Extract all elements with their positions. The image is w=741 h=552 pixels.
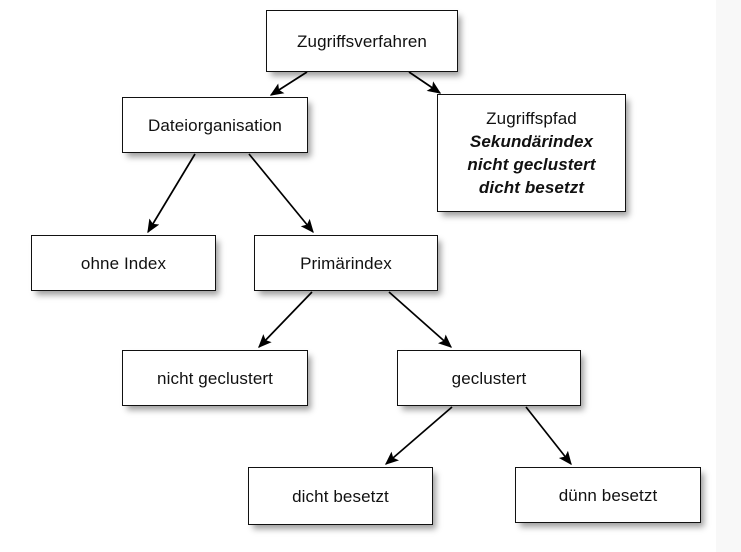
- node-label-line: dünn besetzt: [558, 485, 658, 505]
- node-label-group: geclustert: [398, 367, 580, 390]
- node-label-group: nicht geclustert: [123, 367, 307, 390]
- node-label-line: geclustert: [451, 368, 527, 388]
- node-geclustert[interactable]: geclustert: [397, 350, 581, 406]
- edge-dateiorganisation-primaerindex: [248, 153, 314, 234]
- node-dicht-besetzt[interactable]: dicht besetzt: [248, 467, 433, 525]
- edge-primaerindex-nicht-geclustert: [258, 291, 313, 348]
- edge-geclustert-duenn-besetzt: [525, 406, 572, 466]
- node-label-line: nicht geclustert: [467, 155, 596, 174]
- edge-zugriffsverfahren-dateiorganisation: [269, 71, 308, 96]
- node-label-group: Dateiorganisation: [123, 114, 307, 137]
- edge-geclustert-dicht-besetzt: [384, 406, 453, 465]
- node-ohne-index[interactable]: ohne Index: [31, 235, 216, 291]
- node-label-group: Primärindex: [255, 252, 437, 275]
- node-label-line: dicht besetzt: [292, 486, 389, 506]
- node-primaerindex[interactable]: Primärindex: [254, 235, 438, 291]
- node-nicht-geclustert[interactable]: nicht geclustert: [122, 350, 308, 406]
- node-duenn-besetzt[interactable]: dünn besetzt: [515, 467, 701, 523]
- node-zugriffsverfahren[interactable]: Zugriffsverfahren: [266, 10, 458, 72]
- node-label-line: Dateiorganisation: [147, 115, 282, 135]
- node-label-line: dicht besetzt: [478, 178, 585, 197]
- node-label-group: dicht besetzt: [249, 485, 432, 508]
- node-dateiorganisation[interactable]: Dateiorganisation: [122, 97, 308, 153]
- node-label-line: Zugriffspfad: [486, 109, 577, 128]
- edge-dateiorganisation-ohne-index: [147, 153, 196, 234]
- edge-zugriffsverfahren-zugriffspfad: [408, 71, 442, 94]
- node-label-line: ohne Index: [80, 253, 167, 273]
- right-margin-strip: [716, 0, 741, 552]
- node-label-group: ohne Index: [32, 252, 215, 275]
- node-label-line: Primärindex: [300, 253, 392, 273]
- node-label-line: Sekundärindex: [469, 132, 594, 151]
- node-label-line: Zugriffsverfahren: [297, 31, 427, 51]
- edge-primaerindex-geclustert: [388, 291, 453, 348]
- node-label-group: dünn besetzt: [516, 484, 700, 507]
- node-label-group: Zugriffsverfahren: [267, 30, 457, 53]
- node-label-line: nicht geclustert: [157, 368, 273, 388]
